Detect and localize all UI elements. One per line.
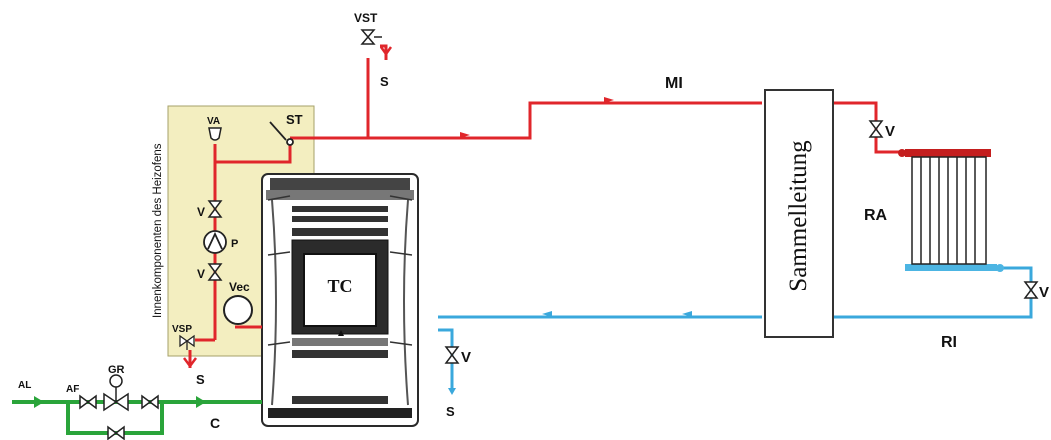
drain-funnel-icon	[183, 357, 197, 369]
label-v-pump-top: V	[197, 205, 205, 219]
label-va: VA	[207, 116, 220, 127]
manifold-label: Sammelleitung	[785, 140, 812, 292]
label-s-top: S	[380, 74, 389, 89]
label-st: ST	[286, 112, 303, 127]
temperature-sensor-icon	[269, 121, 294, 146]
pump-icon	[203, 230, 227, 254]
label-af: AF	[66, 384, 79, 395]
label-al: AL	[18, 380, 31, 391]
radiator	[898, 149, 1004, 272]
inlet-arrow	[34, 396, 44, 408]
cold-water-pipes	[12, 400, 262, 435]
stove	[261, 173, 419, 427]
valve-icon	[207, 120, 1039, 364]
return-drain-arrow	[448, 388, 456, 395]
label-v-radiator-return: V	[1039, 284, 1049, 301]
label-ri: RI	[941, 334, 957, 351]
supply-flow-arrow	[460, 132, 470, 138]
valve-icon	[79, 394, 159, 440]
label-s-return: S	[446, 404, 455, 419]
air-vent-icon	[208, 127, 222, 141]
label-mi: MI	[665, 75, 683, 92]
label-tc: TC	[327, 276, 352, 296]
label-gr: GR	[108, 364, 125, 376]
flow-arrow-c	[196, 396, 206, 408]
return-pipes	[438, 266, 1033, 390]
safety-valve-icon	[179, 334, 195, 350]
label-c: C	[210, 415, 220, 431]
expansion-vessel-icon	[223, 295, 253, 325]
label-vsp: VSP	[172, 324, 192, 335]
label-vec: Vec	[229, 280, 250, 294]
label-v-pump-bottom: V	[197, 267, 205, 281]
label-p: P	[231, 238, 238, 250]
label-ra: RA	[864, 207, 888, 224]
label-vst: VST	[354, 11, 378, 25]
label-v-return-drain: V	[461, 349, 471, 366]
pressure-reducer-icon	[103, 374, 129, 412]
supply-flow-arrow	[604, 97, 614, 103]
return-flow-arrow	[542, 311, 552, 317]
return-flow-arrow	[682, 311, 692, 317]
safety-valve-icon	[360, 29, 382, 45]
label-internal-components: Innenkomponenten des Heizofens	[152, 143, 164, 318]
label-s-bottom: S	[196, 372, 205, 387]
manifold-box	[764, 89, 834, 338]
drain-funnel-icon	[379, 46, 393, 57]
label-v-radiator-supply: V	[885, 123, 895, 140]
